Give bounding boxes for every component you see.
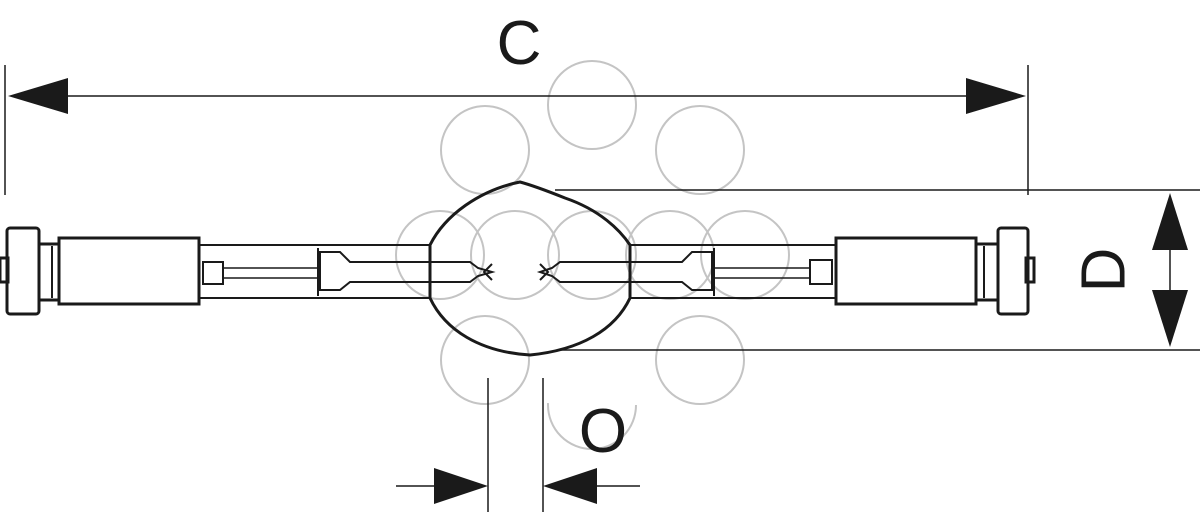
label-d: D [1069, 248, 1138, 293]
arrow-left-icon [8, 78, 68, 114]
arrow-right-icon [966, 78, 1026, 114]
right-end-cap [974, 226, 1036, 316]
left-seal [202, 261, 224, 285]
dimension-o: O [396, 378, 640, 512]
arrow-up-icon [1152, 193, 1188, 250]
dimension-c: C [4, 9, 1029, 195]
arrow-in-left-icon [434, 468, 488, 504]
right-ferrule [834, 236, 978, 306]
right-electrode-tip [539, 263, 550, 281]
label-o: O [579, 397, 627, 466]
left-ferrule [57, 236, 201, 306]
dimension-d: D [555, 189, 1200, 351]
lamp-body [0, 180, 1036, 357]
left-end-cap [0, 226, 61, 316]
arrow-in-right-icon [543, 468, 597, 504]
bulb [428, 180, 632, 357]
label-c: C [497, 9, 542, 78]
right-electrode [536, 251, 713, 291]
left-electrode-tip [482, 263, 493, 281]
watermark-logo [395, 60, 790, 450]
right-seal [809, 259, 833, 285]
arrow-down-icon [1152, 290, 1188, 347]
